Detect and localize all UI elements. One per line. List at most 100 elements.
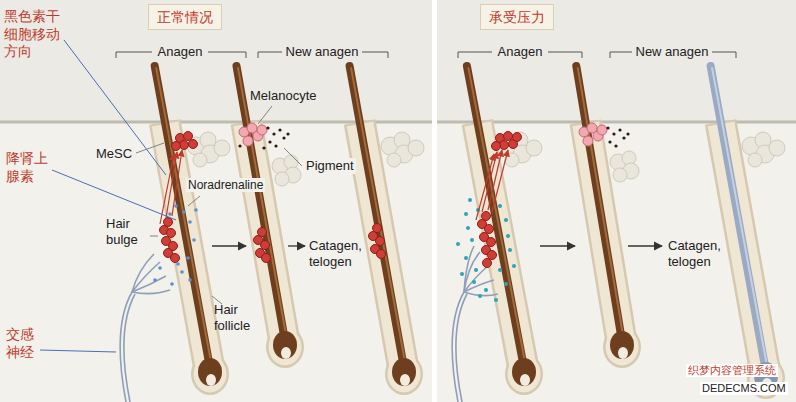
- hair-highlight: [578, 68, 623, 335]
- melanocyte: [597, 125, 607, 135]
- stage-arrow: [212, 245, 246, 246]
- panel-heading: 正常情况: [157, 8, 213, 26]
- pigment-granule: [262, 146, 265, 149]
- sympathetic-nerve: [124, 294, 135, 402]
- leader-line: [188, 196, 200, 206]
- hair-highlight: [156, 68, 767, 366]
- noradrenaline-molecule: [192, 238, 196, 242]
- stage-label: Catagen, telogen: [309, 238, 367, 269]
- noradrenaline-molecule: [194, 208, 198, 212]
- migration-arrow: [160, 154, 174, 224]
- hair-follicle-sheath: [606, 329, 639, 366]
- pigment-granule: [238, 126, 629, 149]
- dermal-papilla: [281, 347, 291, 359]
- noradrenaline-molecule: [504, 282, 508, 286]
- sebaceous-gland: [387, 153, 401, 167]
- sympathetic-nerve: [120, 246, 498, 402]
- pigment-granule: [614, 144, 617, 147]
- noradrenaline-molecule: [158, 266, 162, 270]
- sebaceous-gland: [748, 153, 762, 167]
- annotation-chinese: 交感 神经: [6, 326, 38, 361]
- noradrenaline-molecule: [456, 198, 516, 302]
- noradrenaline-molecule: [174, 204, 178, 208]
- dermal-papilla: [400, 374, 410, 386]
- sympathetic-nerve: [464, 246, 474, 292]
- hair-highlight: [712, 68, 767, 366]
- melanocyte: [243, 136, 253, 146]
- pigment-granule: [618, 128, 621, 131]
- melanocyte-stem-cell: [487, 238, 496, 247]
- leader-line: [52, 170, 176, 220]
- noradrenaline-molecule: [186, 256, 190, 260]
- migration-arrow: [476, 154, 494, 220]
- part-label: Hair bulge: [106, 216, 148, 247]
- sebaceous-gland: [214, 140, 230, 156]
- sebaceous-gland: [613, 168, 627, 182]
- part-label: Pigment: [304, 158, 356, 174]
- sympathetic-nerve: [132, 262, 160, 292]
- hair-shaft: [576, 66, 622, 341]
- stage-bracket: [116, 52, 152, 58]
- leader-line: [258, 106, 272, 124]
- migration-arrow: [172, 150, 182, 216]
- part-label: Hair follicle: [214, 302, 268, 333]
- watermark: DEDECMS.COM: [700, 382, 788, 395]
- sebaceous-gland: [408, 140, 424, 156]
- stage-bracket: [258, 52, 282, 58]
- hair-follicle-sheath: [388, 356, 421, 393]
- sebaceous-gland: [526, 140, 542, 156]
- noradrenaline-molecule: [456, 242, 460, 246]
- sympathetic-nerve: [132, 254, 154, 292]
- dermal-papilla: [618, 347, 628, 359]
- noradrenaline-molecule: [494, 298, 498, 302]
- hair-bulb: [273, 331, 297, 359]
- stage-bracket: [610, 52, 632, 58]
- stage-label: New anagen: [630, 44, 714, 60]
- stage-label: New anagen: [280, 44, 364, 60]
- noradrenaline-molecule: [153, 278, 157, 282]
- melanocyte-stem-cell: [492, 142, 501, 151]
- leader-line: [150, 236, 158, 237]
- panel-tab: 承受压力: [480, 4, 554, 30]
- noradrenaline-molecule: [182, 210, 186, 214]
- noradrenaline-molecule: [498, 204, 502, 208]
- dermal-papilla: [206, 374, 216, 386]
- pigment-granule: [612, 132, 615, 135]
- part-label: MeSC: [96, 146, 132, 162]
- hair-shaft: [237, 66, 286, 341]
- noradrenaline-molecule: [472, 280, 476, 284]
- panel-background: [0, 0, 432, 402]
- stage-arrow: [288, 245, 305, 246]
- part-label: Noradrenaline: [186, 178, 265, 192]
- sympathetic-nerve: [456, 294, 467, 402]
- pigment-granule: [622, 136, 625, 139]
- leader-line: [284, 148, 302, 166]
- hair-bulb: [392, 358, 416, 386]
- panel-heading: 承受压力: [489, 8, 545, 26]
- hair-follicle-sheath: [194, 329, 783, 397]
- stage-bracket: [458, 52, 492, 58]
- hair-follicle-sheath: [269, 329, 302, 366]
- pigment-granule: [272, 132, 275, 135]
- panel-background: [437, 0, 796, 402]
- stage-bracket: [208, 52, 246, 58]
- sebaceous-gland: [193, 153, 207, 167]
- noradrenaline-molecule: [460, 272, 464, 276]
- melanocyte-stem-cell: [184, 132, 193, 141]
- noradrenaline-molecule: [176, 262, 180, 266]
- panel-background: [432, 0, 437, 402]
- watermark: 织梦内容管理系统: [686, 364, 778, 377]
- leader-line: [40, 350, 116, 352]
- pigment-granule: [286, 132, 289, 135]
- hair-follicle-sheath: [508, 356, 541, 393]
- noradrenaline-molecule: [188, 278, 192, 282]
- melanocyte-stem-cell: [504, 132, 513, 141]
- noradrenaline-molecule: [512, 264, 516, 268]
- pigment-granule: [274, 144, 277, 147]
- annotation-chinese: 降肾上 腺素: [6, 150, 52, 185]
- noradrenaline-molecule: [468, 198, 472, 202]
